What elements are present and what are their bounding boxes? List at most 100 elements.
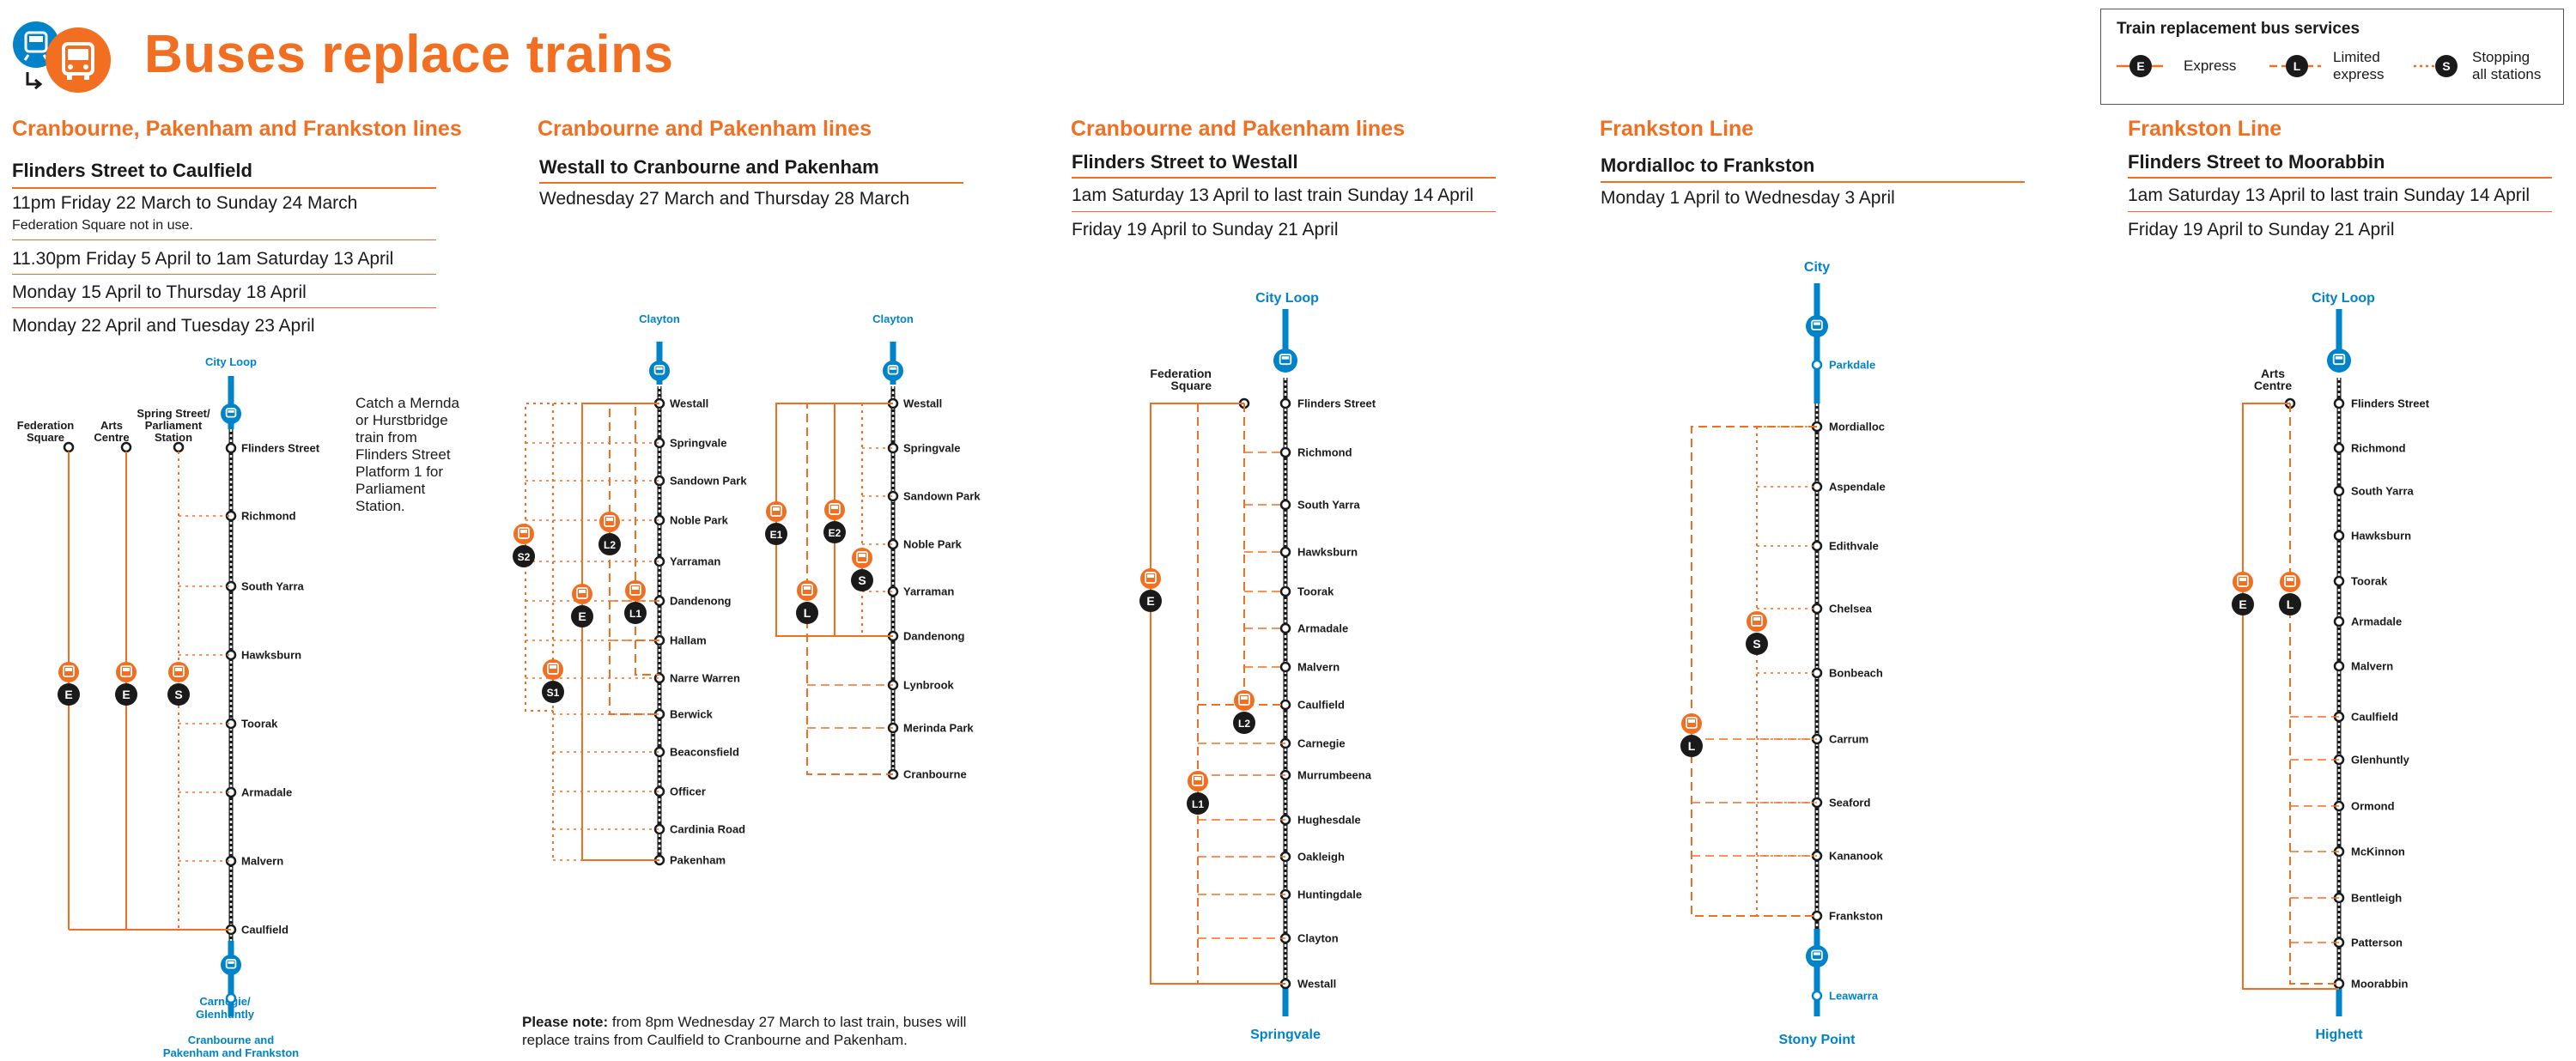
- section1-heading: Cranbourne, Pakenham and Frankston lines: [12, 117, 462, 141]
- section5-divider: [2128, 211, 2552, 212]
- service-badge: [765, 523, 787, 545]
- section2-rule: [539, 182, 963, 184]
- station-label: Armadale: [2351, 615, 2403, 628]
- station-marker: [225, 992, 237, 1004]
- service-badge: [167, 683, 190, 706]
- station-label: Caulfield: [241, 923, 289, 937]
- station-marker: [1279, 661, 1291, 673]
- station-label: Westall: [903, 397, 943, 410]
- bus-icon-body: [629, 584, 641, 596]
- bus-icon-window: [175, 668, 182, 671]
- section5-subtitle: Flinders Street to Moorabbin: [2128, 151, 2385, 173]
- bus-icon-window: [579, 590, 586, 593]
- station-marker: [2333, 442, 2345, 454]
- bus-icon-window: [1147, 574, 1154, 578]
- station-label: Malvern: [2351, 659, 2394, 673]
- section4-rule: [1601, 181, 2025, 183]
- legend-stopping-label-line2: all stations: [2472, 66, 2542, 82]
- train-icon-window: [228, 961, 234, 964]
- station-label: Hawksburn: [2351, 529, 2412, 543]
- station-label: Springvale: [903, 441, 961, 455]
- service-code: L: [2287, 597, 2294, 611]
- station-label: South Yarra: [241, 579, 304, 593]
- section1-note: Federation Square not in use.: [12, 218, 193, 233]
- station-label: Seaford: [1829, 796, 1871, 809]
- service-code: S2: [518, 551, 531, 563]
- section3-city-loop-label: City Loop: [1255, 291, 1319, 306]
- section2-footnote: Please note: from 8pm Wednesday 27 March…: [522, 1014, 967, 1048]
- poster-title: Buses replace trains: [144, 25, 674, 84]
- section3-date-2: Friday 19 April to Sunday 21 April: [1072, 220, 1339, 239]
- section5-date-1: 1am Saturday 13 April to last train Sund…: [2128, 185, 2530, 205]
- section1-divider: [12, 307, 436, 308]
- service-badge: [571, 605, 593, 628]
- route-line: [2242, 403, 2339, 990]
- bus-icon-body: [120, 665, 132, 677]
- station-label: Dandenong: [670, 594, 732, 608]
- service-badge: [823, 521, 846, 543]
- station-marker: [887, 442, 899, 454]
- bus-icon-body: [1238, 694, 1250, 706]
- train-icon: [1273, 349, 1297, 373]
- station-label: Toorak: [241, 717, 278, 731]
- section3-divider: [1072, 211, 1496, 212]
- station-label: Hallam: [670, 634, 707, 647]
- station-marker: [2333, 485, 2345, 497]
- station-label: Carrum: [1829, 732, 1869, 746]
- service-badge: [1746, 633, 1768, 655]
- service-badge: [851, 569, 873, 591]
- legend-limited-badge: [2286, 55, 2308, 77]
- section4-heading: Frankston Line: [1600, 117, 1754, 141]
- station-label: Ormond: [2351, 799, 2395, 813]
- leawarra-label: Leawarra: [1829, 989, 1879, 1003]
- service-code: S: [174, 688, 182, 701]
- station-label: Toorak: [2351, 574, 2388, 588]
- section3-heading: Cranbourne and Pakenham lines: [1071, 117, 1405, 141]
- station-marker: [1279, 585, 1291, 597]
- bus-icon-body: [1145, 572, 1157, 584]
- station-label: Armadale: [241, 785, 293, 799]
- station-label: Chelsea: [1829, 602, 1872, 615]
- train-icon: [883, 361, 903, 381]
- section2-date-1: Wednesday 27 March and Thursday 28 March: [539, 189, 910, 209]
- bus-icon-body: [2284, 575, 2296, 587]
- section1-carnegie-label: Carnegie/Glenhuntly: [196, 995, 254, 1021]
- section4-stony-point-label: Stony Point: [1778, 1033, 1856, 1047]
- station-marker: [653, 823, 665, 835]
- station-label: Richmond: [1297, 446, 1352, 459]
- service-badge: [115, 683, 137, 706]
- station-label: Patterson: [2351, 936, 2403, 949]
- service-badge: [2232, 593, 2254, 615]
- station-label: South Yarra: [2351, 484, 2414, 498]
- bus-icon-window: [1688, 719, 1695, 723]
- train-icon-body: [225, 408, 237, 418]
- service-badge: [513, 545, 535, 567]
- service-badge: [796, 602, 818, 624]
- station-label: Hughesdale: [1297, 813, 1361, 827]
- route-line: [806, 403, 893, 775]
- bus-icon-window: [2239, 578, 2246, 581]
- section3-springvale-label: Springvale: [1250, 1028, 1321, 1042]
- bus-icon-window: [773, 507, 780, 511]
- bus-icon-window: [606, 518, 613, 521]
- section1-divider: [12, 274, 436, 275]
- section4-subtitle: Mordialloc to Frankston: [1601, 155, 1815, 176]
- service-code: L: [804, 606, 811, 620]
- station-label: Westall: [670, 397, 709, 410]
- train-icon: [2327, 349, 2351, 373]
- train-icon: [1806, 945, 1828, 967]
- station-label: Springvale: [670, 436, 727, 450]
- bus-icon-body: [604, 515, 616, 527]
- train-icon: [221, 955, 241, 975]
- station-label: Hawksburn: [1297, 545, 1358, 559]
- legend-symbols: E L S: [2117, 55, 2458, 77]
- train-icon-window: [228, 409, 234, 413]
- bus-icon-body: [1751, 615, 1763, 627]
- bus-icon-window: [2287, 578, 2293, 581]
- bus-icon-window: [1241, 696, 1248, 700]
- station-label: Officer: [670, 785, 706, 798]
